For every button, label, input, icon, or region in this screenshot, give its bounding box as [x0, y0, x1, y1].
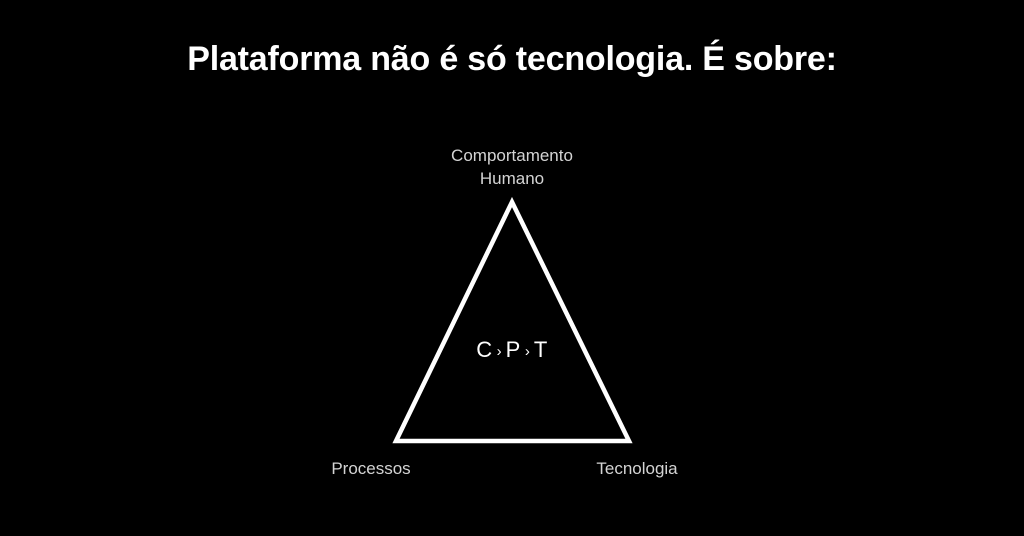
- formula-separator-2-icon: ›: [524, 343, 530, 360]
- vertex-label-bottom-left: Processos: [331, 459, 411, 478]
- vertex-label-top-line2: Humano: [479, 169, 545, 188]
- formula-term-c: C: [476, 337, 493, 362]
- formula-separator-1-icon: ›: [496, 343, 502, 360]
- triangle-shape: [392, 196, 633, 444]
- vertex-label-top-line1: Comportamento: [451, 146, 573, 165]
- center-formula: C›P›T: [312, 337, 712, 366]
- formula-term-t: T: [533, 337, 548, 362]
- page-title: Plataforma não é só tecnologia. É sobre:: [187, 40, 837, 78]
- vertex-label-top: Comportamento Humano: [312, 144, 712, 190]
- formula-term-p: P: [505, 337, 521, 362]
- vertex-label-bottom-right: Tecnologia: [596, 459, 678, 478]
